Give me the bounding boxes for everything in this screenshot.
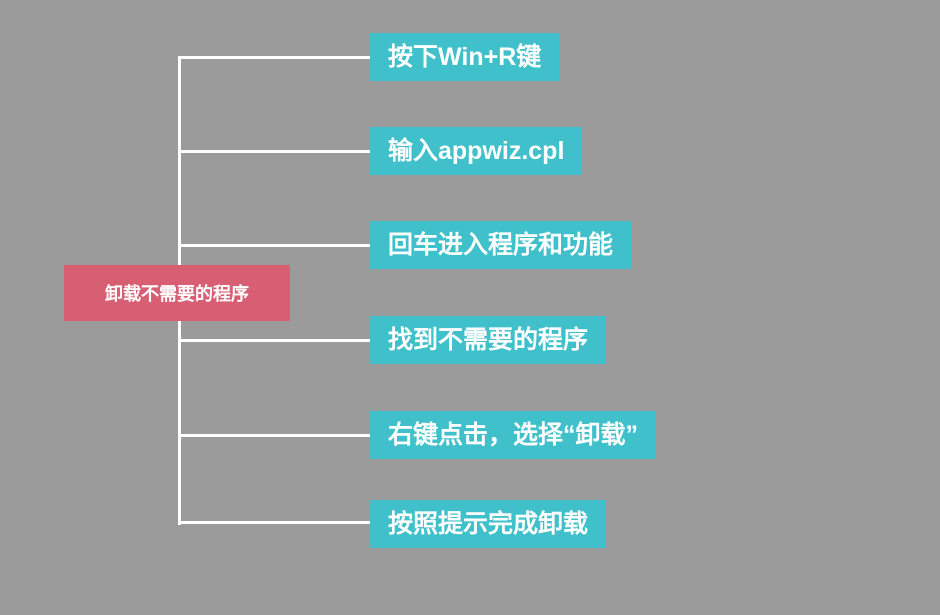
step-node: 找到不需要的程序 [370,316,607,364]
step-node: 回车进入程序和功能 [370,221,632,269]
step-node: 输入appwiz.cpl [370,127,583,175]
step-node: 按照提示完成卸载 [370,500,607,548]
connector-branch [178,339,370,342]
connector-branch [178,56,370,59]
connector-branch [178,434,370,437]
step-node: 右键点击，选择“卸载” [370,411,657,459]
step-node: 按下Win+R键 [370,33,560,81]
connector-branch [178,150,370,153]
connector-branch [178,521,370,524]
connector-branch [178,244,370,247]
root-node: 卸载不需要的程序 [64,265,290,321]
